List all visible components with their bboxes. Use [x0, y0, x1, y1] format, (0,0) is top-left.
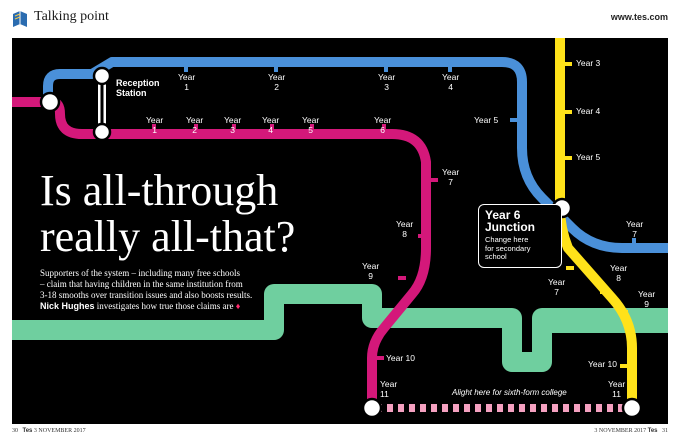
magenta-line — [12, 97, 431, 408]
yellow-year-10-label: Year 10 — [588, 359, 617, 369]
start-node — [39, 91, 61, 113]
footer-right-page: 31 — [662, 428, 668, 434]
site-url[interactable]: www.tes.com — [610, 12, 668, 22]
standfirst-end: investigates how true those claims are — [96, 301, 234, 311]
feature-spread: Is all-through really all-that? Supporte… — [12, 38, 668, 424]
standfirst-line-1: Supporters of the system – including man… — [40, 268, 240, 278]
footer-right-brand: Tes — [647, 428, 658, 434]
yellow-year-5-label: Year 5 — [576, 152, 601, 162]
magenta-year-10-label: Year 10 — [386, 353, 415, 363]
standfirst-line-2: – claim that having children in the same… — [40, 279, 243, 289]
green-line — [12, 284, 668, 372]
footer-left-page: 30 — [12, 428, 18, 434]
footer-left: 30 Tes 3 NOVEMBER 2017 — [12, 428, 86, 434]
footer-right: 3 NOVEMBER 2017 Tes 31 — [594, 428, 668, 434]
yellow-year-3-label: Year 3 — [576, 58, 601, 68]
junction-title-line-2: Junction — [485, 220, 535, 234]
tube-map — [12, 38, 668, 419]
headline-line-1: Is all-through — [40, 166, 279, 215]
year11-yellow-node — [621, 397, 643, 419]
year11-magenta-node — [361, 397, 383, 419]
author-name: Nick Hughes — [40, 301, 95, 311]
footer-left-date: 3 NOVEMBER 2017 — [33, 428, 86, 434]
junction-subtitle: Change here for secondary school — [485, 235, 531, 261]
reception-station-top-node — [92, 66, 112, 86]
blue-line — [43, 57, 668, 253]
sixth-form-alight-label: Alight here for sixth-form college — [452, 388, 567, 397]
headline-line-2: really all-that? — [40, 212, 296, 261]
standfirst-line-3: 3-18 smooths over transition issues and … — [40, 290, 253, 300]
footer-left-brand: Tes — [22, 428, 33, 434]
standfirst: Supporters of the system – including man… — [40, 268, 280, 312]
year6-junction-box: Year 6 Junction Change here for secondar… — [478, 204, 562, 268]
tes-logo-icon — [13, 11, 27, 27]
end-arrow-icon: ♦ — [235, 301, 241, 311]
yellow-year-4-label: Year 4 — [576, 106, 601, 116]
reception-station-label: Reception Station — [116, 78, 160, 98]
headline: Is all-through really all-that? — [40, 168, 360, 260]
blue-year-5-label: Year 5 — [474, 115, 499, 125]
section-title: Talking point — [34, 9, 109, 24]
junction-title-line-1: Year 6 — [485, 208, 521, 222]
reception-station-bottom-node — [92, 122, 112, 142]
footer-right-date: 3 NOVEMBER 2017 — [594, 428, 647, 434]
